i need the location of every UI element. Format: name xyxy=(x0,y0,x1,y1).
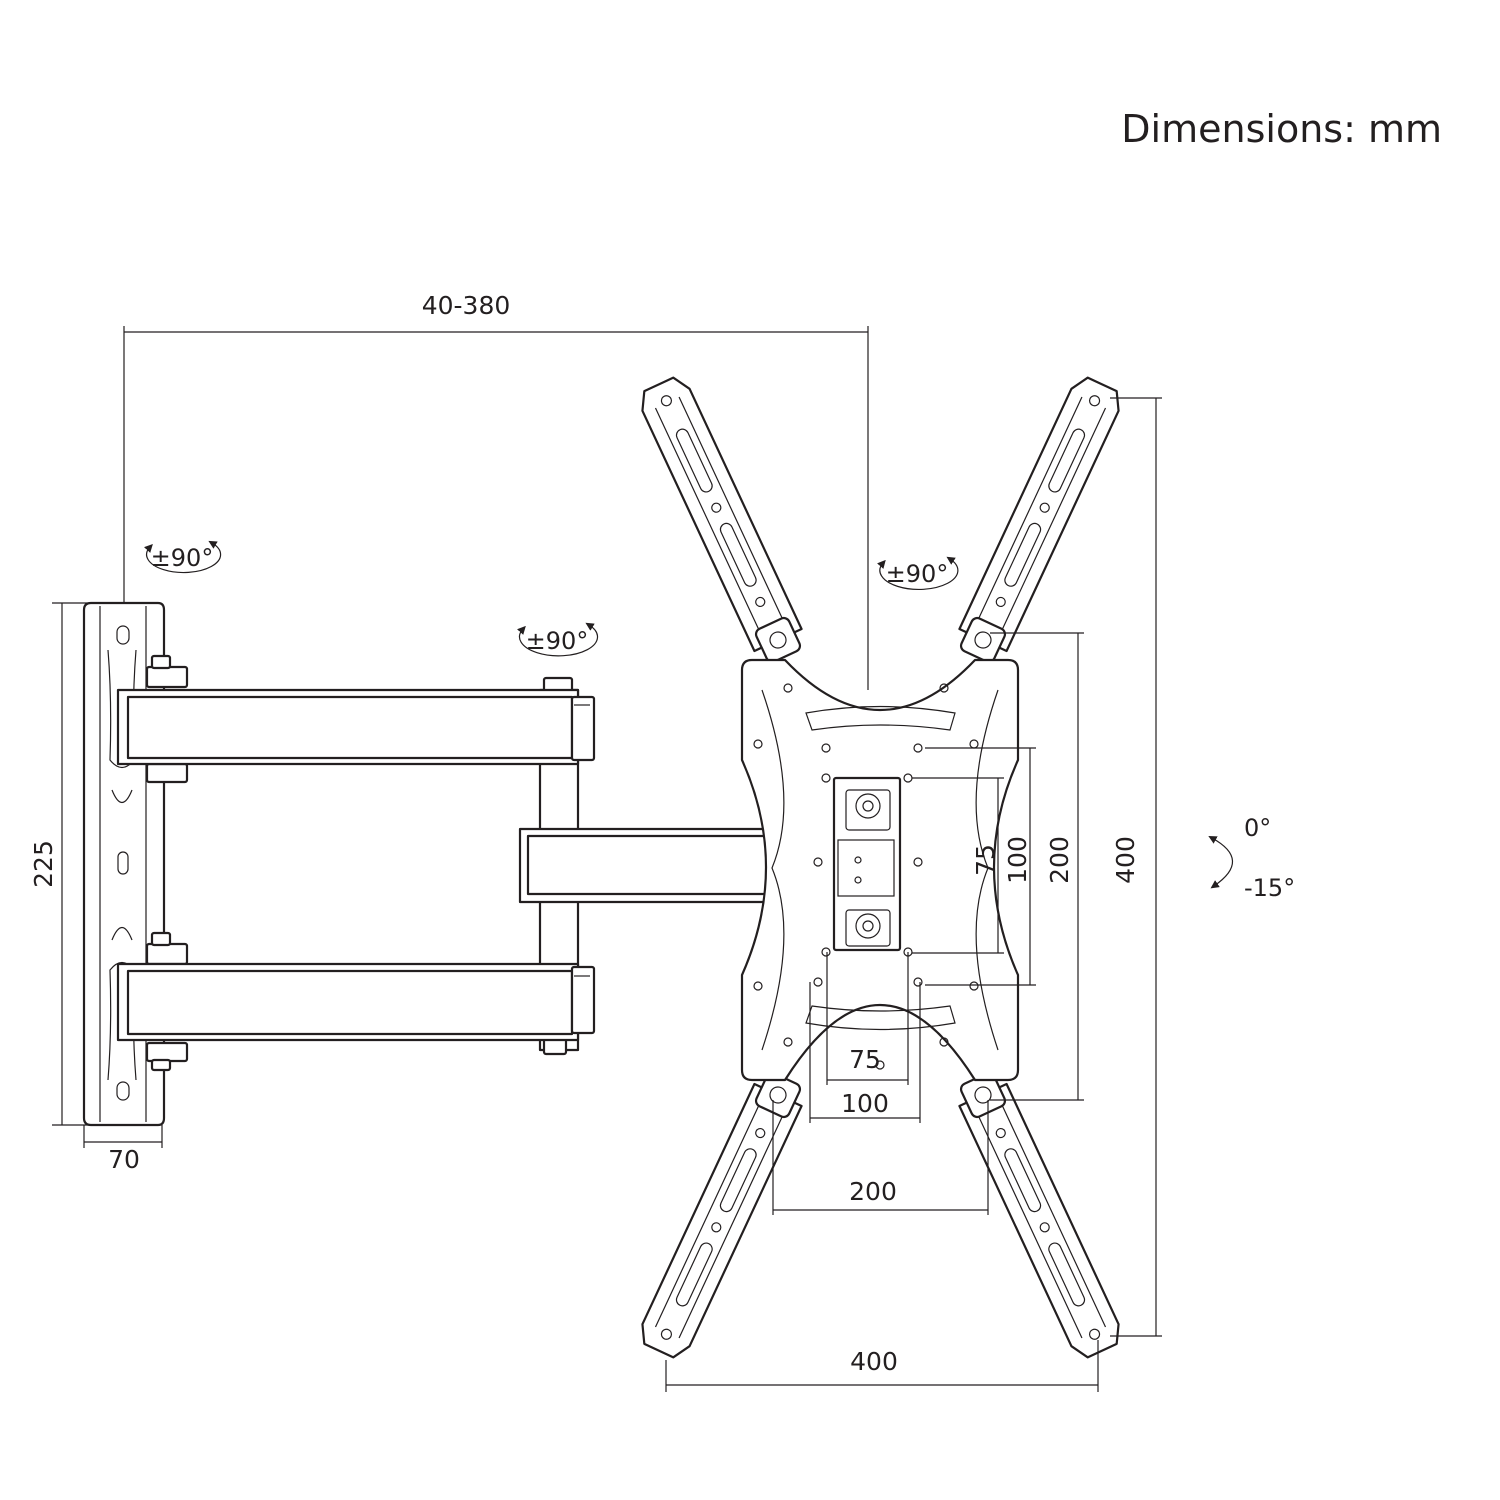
head-swivel-label: ±90° xyxy=(886,560,949,588)
dim-vesa-h-200-label: 200 xyxy=(849,1177,897,1206)
elbow-swivel-label: ±90° xyxy=(526,627,589,655)
units-label: Dimensions: mm xyxy=(1121,107,1442,151)
dim-vesa-v-100-label: 100 xyxy=(1003,836,1032,884)
tilt-indicator: 0° -15° xyxy=(1208,814,1295,902)
tilt-hinge xyxy=(832,776,902,952)
dim-wall-plate-height-label: 225 xyxy=(29,840,58,888)
dimension-vesa-vertical: 75 100 200 400 xyxy=(912,397,1162,1337)
dim-arm-extension-label: 40-380 xyxy=(422,291,511,320)
tilt-min-label: -15° xyxy=(1244,874,1295,902)
dimension-arm-extension: 40-380 xyxy=(123,291,869,690)
dim-wall-plate-depth-label: 70 xyxy=(108,1145,140,1174)
dimension-wall-plate-depth: 70 xyxy=(83,1125,163,1174)
dim-vesa-v-200-label: 200 xyxy=(1045,836,1074,884)
dimension-wall-plate-height: 225 xyxy=(29,602,90,1126)
dim-vesa-v-400-label: 400 xyxy=(1111,836,1140,884)
dimension-vesa-horizontal: 75 100 200 400 xyxy=(665,952,1099,1392)
front-arm xyxy=(518,827,790,904)
lower-arm xyxy=(116,962,596,1042)
dim-vesa-h-75-label: 75 xyxy=(849,1045,881,1074)
tilt-max-label: 0° xyxy=(1244,814,1271,842)
dim-vesa-h-400-label: 400 xyxy=(850,1347,898,1376)
dim-vesa-h-100-label: 100 xyxy=(841,1089,889,1118)
elbow-swivel-indicator: ±90° xyxy=(517,622,599,657)
upper-arm xyxy=(116,688,596,766)
dim-vesa-v-75-label: 75 xyxy=(971,844,1000,876)
wall-swivel-indicator: ±90° xyxy=(144,540,222,574)
head-swivel-indicator: ±90° xyxy=(877,556,959,591)
wall-swivel-label: ±90° xyxy=(151,544,214,572)
